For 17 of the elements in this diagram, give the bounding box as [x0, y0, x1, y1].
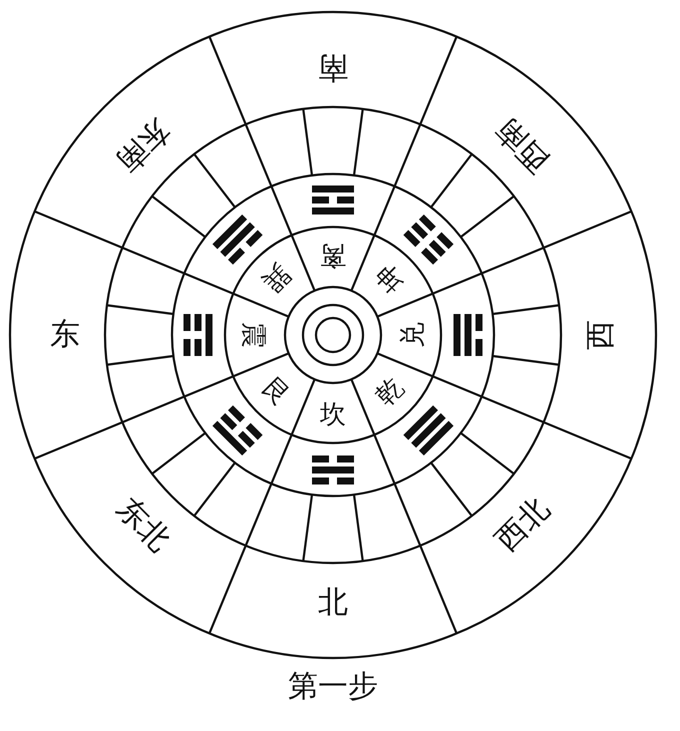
direction-label: 西 — [586, 320, 616, 350]
direction-label: 东南 — [112, 114, 176, 178]
direction-label: 东北 — [112, 492, 176, 556]
trigram-name: 巽 — [258, 260, 295, 297]
direction-label: 南 — [318, 52, 348, 82]
trigram-name: 离 — [320, 242, 346, 268]
trigram-name: 艮 — [258, 373, 295, 410]
trigram-name: 乾 — [371, 373, 408, 410]
direction-label: 东 — [50, 320, 80, 350]
direction-label: 北 — [318, 588, 348, 618]
direction-label: 西北 — [490, 492, 554, 556]
caption: 第一步 — [288, 672, 378, 702]
trigram-name: 震 — [240, 322, 266, 348]
trigram-name: 兑 — [400, 322, 426, 348]
trigram-name: 坎 — [320, 402, 346, 428]
direction-label: 西南 — [490, 114, 554, 178]
trigram-name: 坤 — [371, 260, 408, 297]
